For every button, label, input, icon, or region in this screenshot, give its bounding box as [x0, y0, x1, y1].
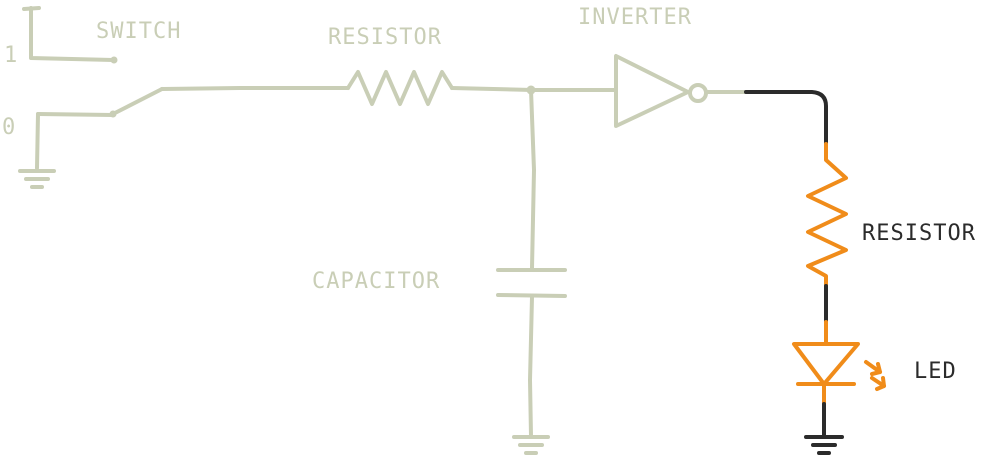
switch-label: SWITCH — [96, 19, 181, 44]
inverter-icon — [614, 54, 690, 128]
capacitor-icon — [496, 268, 567, 298]
led-light-rays-icon — [864, 360, 886, 391]
wire-capacitor-ground — [528, 295, 534, 438]
switch-ground-icon — [18, 169, 56, 189]
output-resistor-label: RESISTOR — [862, 221, 976, 246]
inverter-label: INVERTER — [578, 5, 692, 30]
switch-state-1-label: 1 — [4, 43, 18, 68]
wire-switch-resistor — [160, 86, 350, 91]
led-label: LED — [914, 359, 957, 384]
output-resistor-icon — [806, 142, 848, 288]
capacitor-label: CAPACITOR — [312, 269, 440, 294]
led-ground-icon — [804, 435, 844, 455]
switch-contact-0 — [109, 110, 117, 118]
input-resistor-label: RESISTOR — [328, 25, 442, 50]
wire-node-capacitor — [529, 88, 536, 270]
switch-component — [22, 6, 164, 170]
switch-contact-1 — [110, 56, 118, 64]
switch-state-0-label: 0 — [2, 115, 16, 140]
led-icon — [792, 320, 860, 406]
capacitor-ground-icon — [512, 435, 550, 455]
input-resistor-icon — [346, 70, 454, 106]
wire-output-active — [744, 90, 828, 146]
inverter-bubble-icon — [688, 83, 708, 103]
